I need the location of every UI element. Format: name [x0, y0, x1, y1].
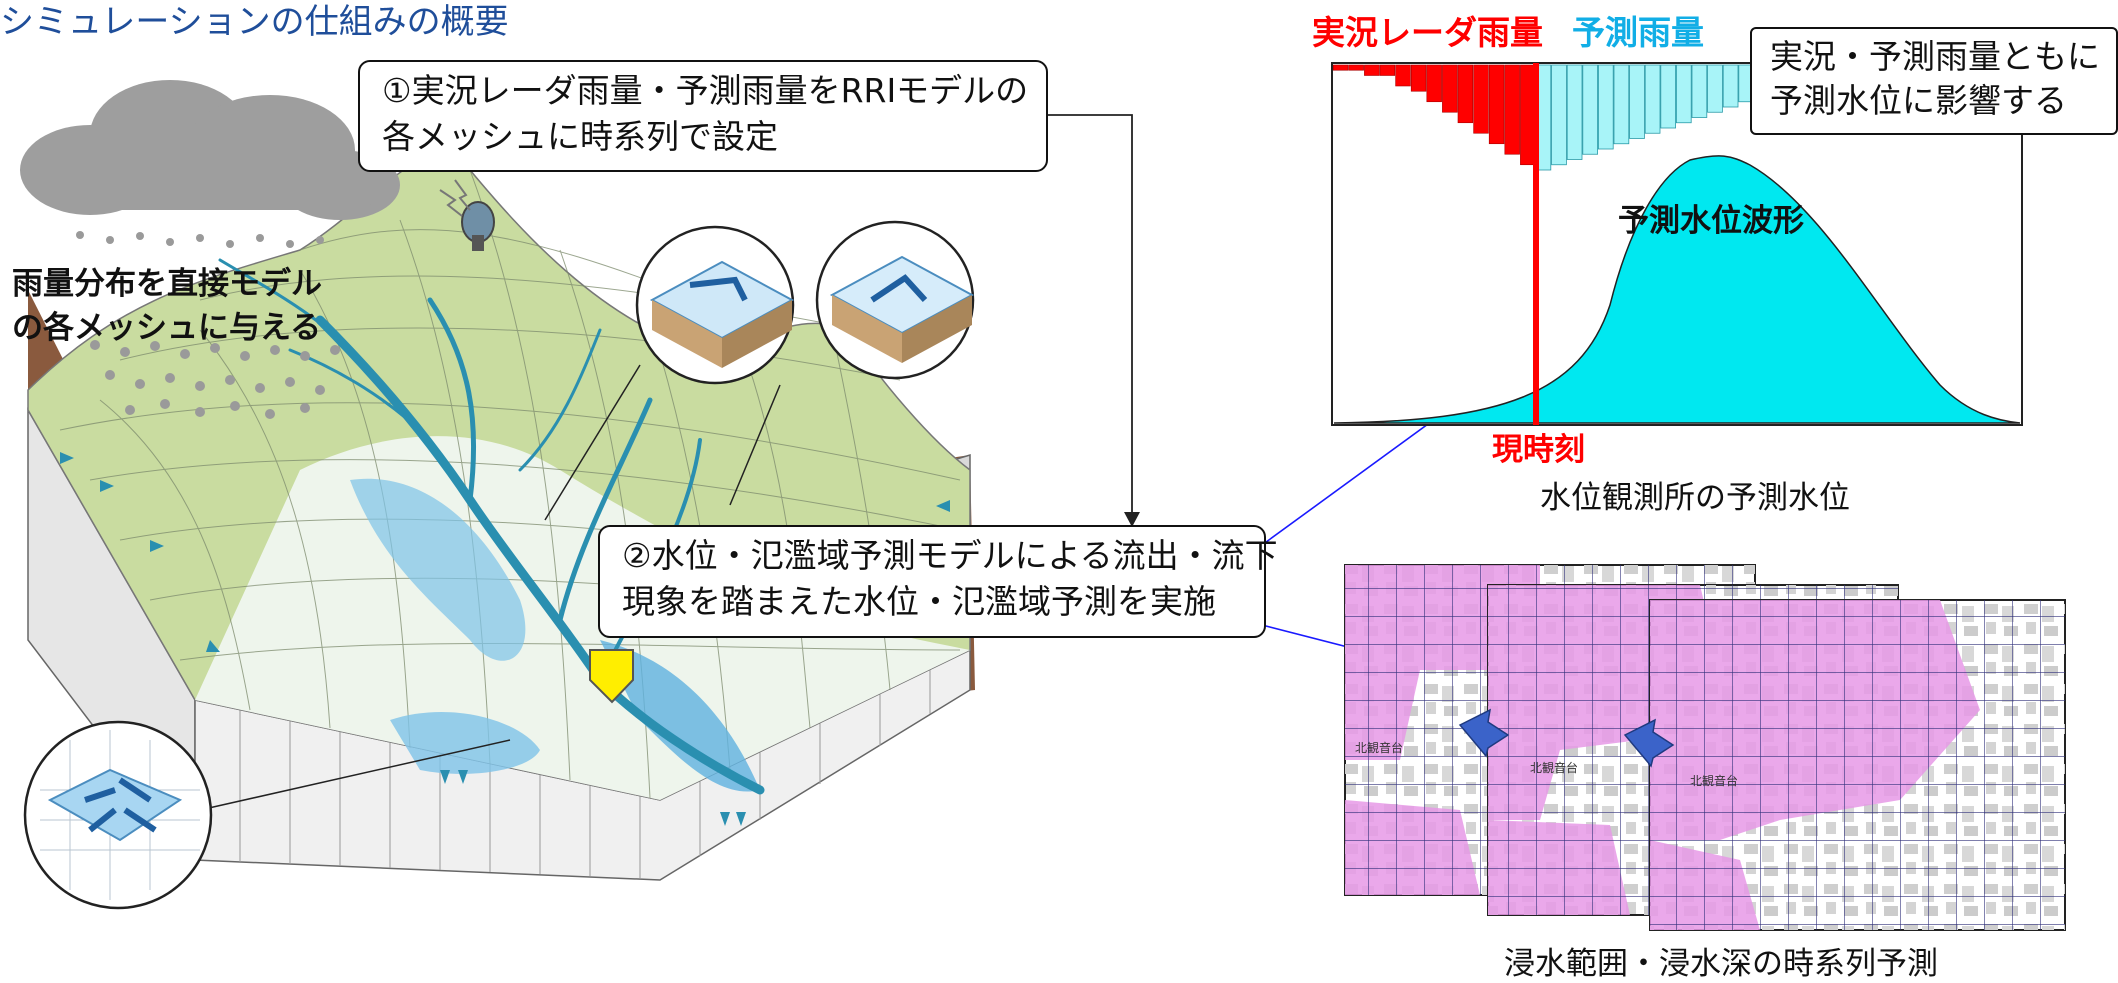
flood-area-right: [600, 640, 760, 792]
forecast-rain-bar: [1582, 64, 1598, 155]
forecast-rain-bar: [1660, 64, 1676, 129]
zoom-circle-river-flow: [635, 225, 795, 385]
map-caption: 浸水範囲・浸水深の時系列予測: [1504, 946, 1938, 982]
observed-rain-bar: [1457, 64, 1474, 124]
map-place-label-1: 北観音台: [1355, 740, 1403, 755]
rain-drops: [76, 231, 340, 419]
forecast-rain-bar: [1675, 64, 1692, 124]
influence-note-line1: 実況・予測雨量ともに: [1770, 37, 2100, 76]
hydrograph-caption: 水位観測所の予測水位: [1540, 480, 1850, 516]
callout2-line2: 現象を踏まえた水位・氾濫域予測を実施: [622, 582, 1216, 621]
forecast-rain-bar: [1644, 64, 1661, 134]
radar-icon: [439, 179, 495, 251]
callout-prediction: ②水位・氾濫域予測モデルによる流出・流下 現象を踏まえた水位・氾濫域予測を実施: [598, 525, 1278, 638]
flood-map-3: 北観音台: [1649, 599, 2066, 931]
page-title: シミュレーションの仕組みの概要: [0, 2, 509, 42]
observed-rain-bar: [1348, 64, 1364, 71]
flow-arrows: [60, 452, 950, 826]
forecast-rain-bar: [1566, 64, 1583, 160]
forecast-rain-bar: [1691, 64, 1708, 118]
rain-cloud: [20, 80, 400, 220]
water-gauge-marker: [589, 649, 634, 704]
influence-note-line2: 予測水位に影響する: [1770, 81, 2067, 120]
map-place-label-3: 北観音台: [1690, 773, 1738, 788]
legend-observed: 実況レーダ雨量: [1312, 13, 1543, 52]
callout2-line1: ②水位・氾濫域予測モデルによる流出・流下: [622, 536, 1278, 575]
time-step-arrow-2: [1623, 718, 1675, 768]
rain-note: 雨量分布を直接モデル の各メッシュに与える: [12, 262, 322, 350]
terrain-diagram: [20, 80, 975, 910]
observed-rain-bar: [1332, 64, 1349, 71]
water-level-curve: [1333, 155, 2021, 424]
observed-rain-bar: [1395, 64, 1411, 87]
observed-rain-bar: [1410, 64, 1427, 92]
observed-rain-bar: [1364, 64, 1380, 76]
forecast-rain-bar: [1551, 64, 1567, 166]
forecast-rain-bar: [1629, 64, 1645, 139]
observed-rain-bar: [1488, 64, 1505, 145]
current-time-label: 現時刻: [1492, 432, 1585, 468]
forecast-rain-bar: [1722, 64, 1739, 108]
callout1-line1: ①実況レーダ雨量・予測雨量をRRIモデルの: [382, 71, 1029, 110]
callout-rainfall-input: ①実況レーダ雨量・予測雨量をRRIモデルの 各メッシュに時系列で設定: [358, 60, 1048, 172]
forecast-rain-bar: [1597, 64, 1614, 150]
hydrograph-label: 予測水位波形: [1618, 203, 1804, 239]
observed-rain-bar: [1442, 64, 1458, 113]
forecast-rain-bar: [1707, 64, 1723, 113]
map-place-label-2: 北観音台: [1530, 760, 1578, 775]
influence-note: 実況・予測雨量ともに 予測水位に影響する: [1750, 27, 2118, 135]
time-step-arrow-1: [1458, 708, 1510, 758]
observed-rain-bar: [1426, 64, 1442, 103]
rain-note-line1: 雨量分布を直接モデル: [12, 266, 322, 302]
observed-rain-bar: [1379, 64, 1396, 76]
flood-maps: 北観音台 北観音台 北観音台: [1344, 564, 2066, 931]
legend-forecast: 予測雨量: [1572, 13, 1704, 52]
observed-rain-bar: [1473, 64, 1489, 134]
observed-rain-bar: [1504, 64, 1520, 155]
rainfall-bars: [1332, 64, 1848, 171]
rain-note-line2: の各メッシュに与える: [12, 310, 322, 346]
zoom-circle-mesh-flow: [23, 720, 213, 910]
callout1-line2: 各メッシュに時系列で設定: [382, 117, 778, 156]
flood-area-upper: [350, 478, 526, 661]
observed-rain-bar: [1520, 64, 1536, 166]
forecast-rain-bar: [1613, 64, 1630, 145]
zoom-circle-overland-flow: [815, 220, 975, 380]
